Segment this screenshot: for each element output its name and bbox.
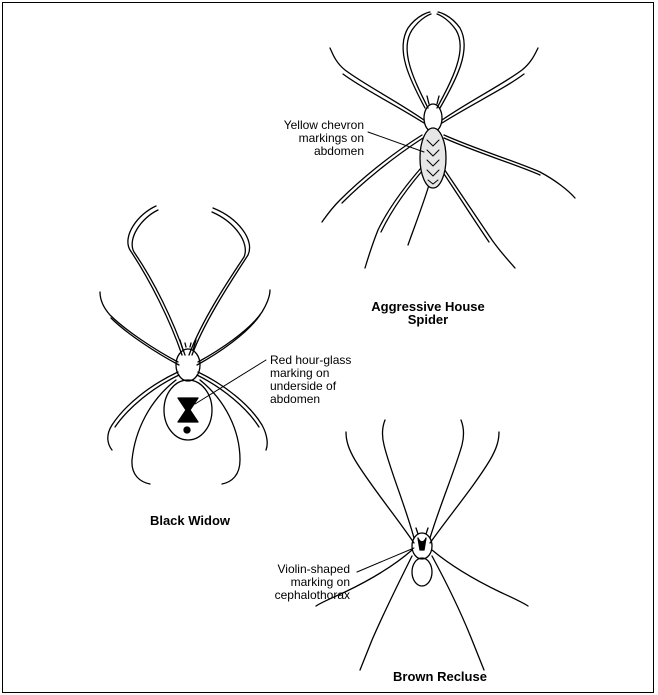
black-widow-caption: Black Widow bbox=[120, 514, 260, 527]
black-widow-note: Red hour-glass marking on underside of a… bbox=[270, 354, 410, 406]
black-widow-leader-line bbox=[195, 360, 266, 404]
brown-recluse-note: Violin-shaped marking on cephalothorax bbox=[232, 563, 350, 602]
red-hourglass-marking bbox=[178, 398, 198, 422]
house-spider-abdomen bbox=[420, 128, 446, 188]
house-spider-leader-line bbox=[368, 132, 424, 152]
brown-recluse-illustration bbox=[316, 420, 528, 670]
brown-recluse-abdomen bbox=[412, 558, 432, 586]
black-widow-illustration bbox=[100, 206, 270, 484]
black-widow-note-line: abdomen bbox=[270, 393, 410, 406]
house-spider-caption: Aggressive House Spider bbox=[328, 300, 528, 326]
house-spider-note: Yellow chevron markings on abdomen bbox=[236, 119, 364, 158]
house-spider-palps bbox=[427, 96, 439, 104]
house-spider-note-line: abdomen bbox=[236, 145, 364, 158]
black-widow-spinneret bbox=[184, 427, 190, 433]
brown-recluse-note-line: cephalothorax bbox=[232, 589, 350, 602]
brown-recluse-caption: Brown Recluse bbox=[360, 670, 520, 683]
house-spider-name-line2: Spider bbox=[328, 313, 528, 326]
violin-shaped-marking bbox=[418, 538, 426, 550]
